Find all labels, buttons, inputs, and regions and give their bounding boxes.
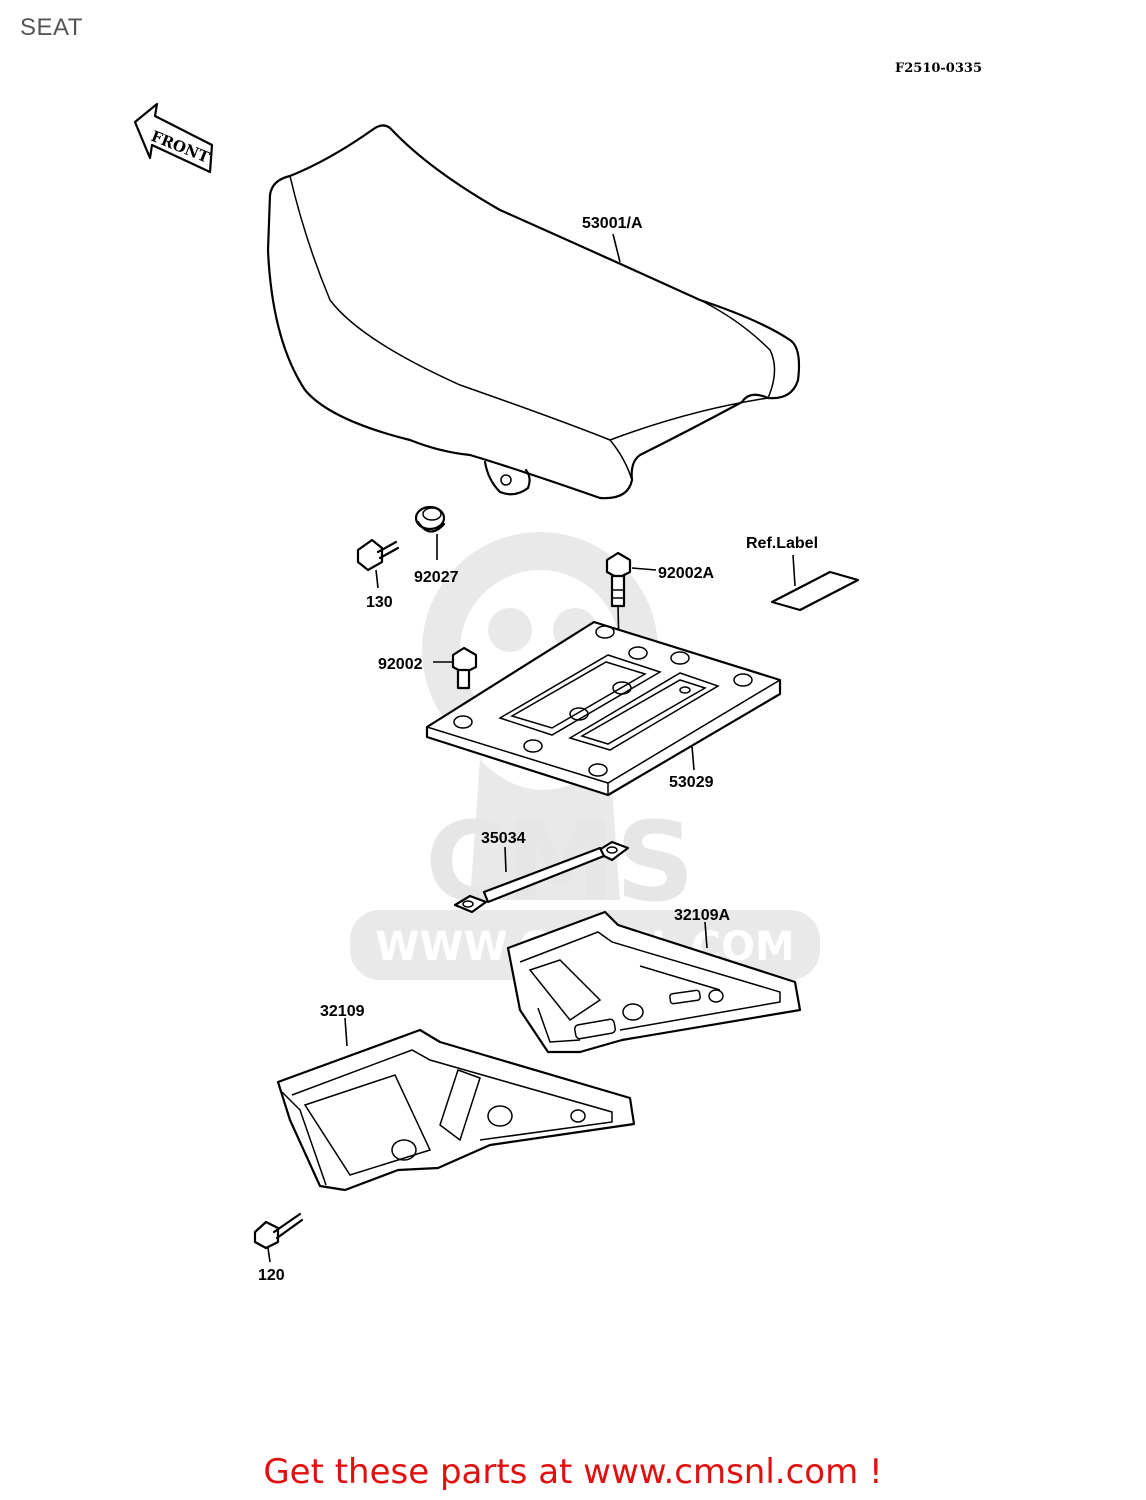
part-number-bolt-120: 120 xyxy=(258,1267,285,1284)
part-number-bracket-right: 32109A xyxy=(674,907,730,924)
bolt-92002-icon xyxy=(451,646,478,690)
bracket-32109-drawing xyxy=(276,1028,636,1192)
seat-drawing xyxy=(266,124,801,500)
collar-92027-icon xyxy=(414,505,446,533)
diagram-code: F2510-0335 xyxy=(895,61,982,76)
part-number-strap: 35034 xyxy=(481,830,526,847)
part-number-ref-label: Ref.Label xyxy=(746,535,818,552)
front-arrow-icon: FRONT xyxy=(133,102,214,174)
bracket-32109a-drawing xyxy=(506,910,802,1054)
part-number-collar: 92027 xyxy=(414,569,459,586)
page-title: SEAT xyxy=(20,14,83,41)
seat-base-plate-drawing xyxy=(425,620,782,797)
ref-label-icon xyxy=(770,570,860,612)
part-number-bolt-130: 130 xyxy=(366,594,393,611)
part-number-seat: 53001/A xyxy=(582,215,643,232)
part-number-bolt-92002a: 92002A xyxy=(658,565,714,582)
bolt-130-icon xyxy=(356,538,400,572)
part-number-base-plate: 53029 xyxy=(669,774,714,791)
part-number-bracket-left: 32109 xyxy=(320,1003,365,1020)
cta-link[interactable]: Get these parts at www.cmsnl.com ! xyxy=(263,1452,883,1492)
strap-drawing xyxy=(453,840,630,914)
bolt-120-icon xyxy=(253,1212,304,1250)
part-number-bolt-92002: 92002 xyxy=(378,656,423,673)
bolt-92002a-icon xyxy=(605,551,632,608)
